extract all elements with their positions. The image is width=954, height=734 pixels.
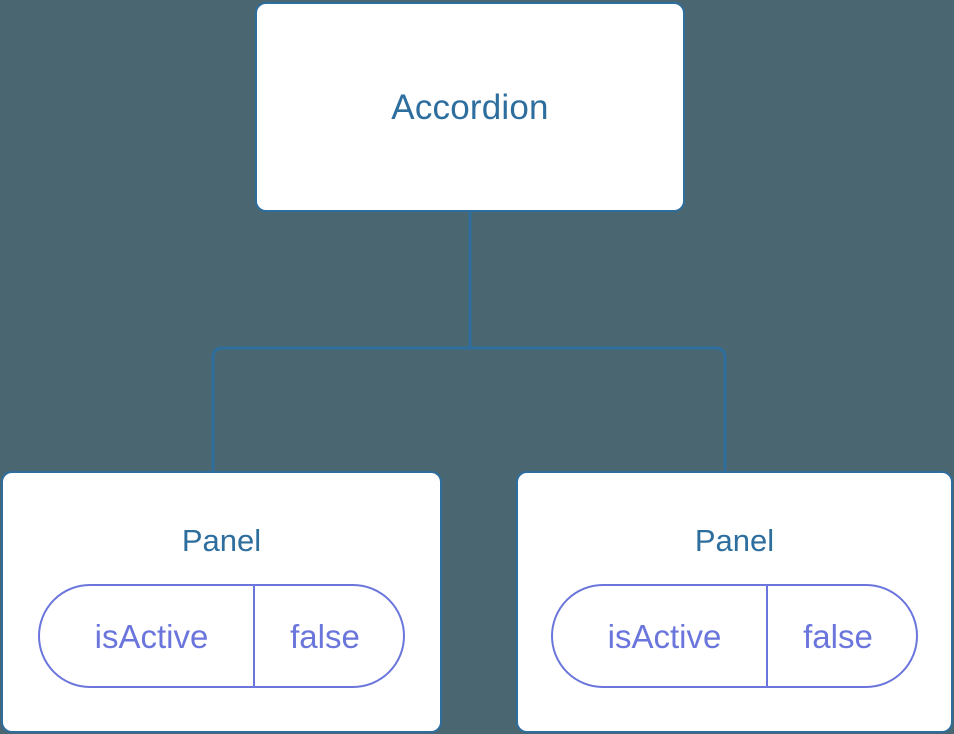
node-panel-1-prop-value: false [766, 586, 916, 686]
node-accordion[interactable]: Accordion [255, 2, 685, 212]
node-panel-0-prop-key: isActive [94, 617, 209, 655]
node-panel-1-prop-isactive[interactable]: isActive false [551, 584, 918, 688]
node-panel-0-label: Panel [181, 523, 262, 558]
node-panel-1[interactable]: Panel isActive false [516, 471, 953, 733]
connector-root-to-left-panel [211, 209, 472, 478]
node-panel-0-prop-isactive[interactable]: isActive false [38, 584, 405, 688]
node-panel-0[interactable]: Panel isActive false [1, 471, 442, 733]
node-panel-1-label: Panel [694, 523, 775, 558]
node-panel-0-prop-value: false [253, 586, 403, 686]
connector-root-to-right-panel [468, 209, 727, 478]
node-panel-1-prop-key: isActive [607, 617, 722, 655]
node-accordion-label: Accordion [391, 87, 549, 127]
